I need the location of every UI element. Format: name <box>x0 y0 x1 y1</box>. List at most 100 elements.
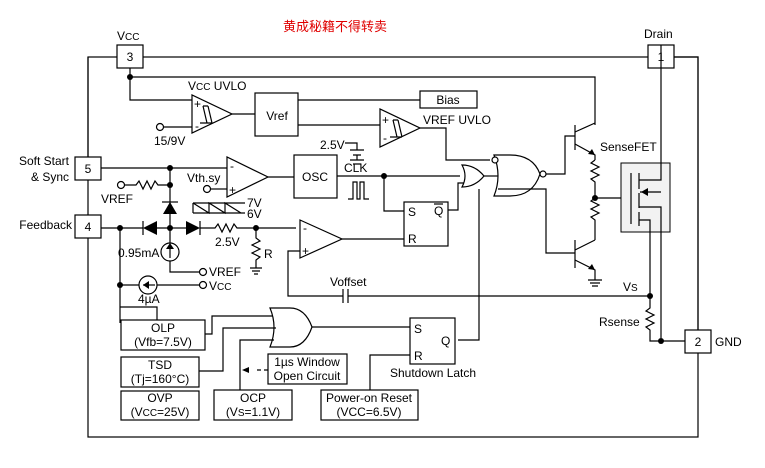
dashed-arrowhead <box>242 367 249 373</box>
resistor-vref <box>125 179 170 191</box>
ff-r: R <box>408 232 417 246</box>
pin-vcc-label: VCC <box>117 29 139 43</box>
pin-vcc-number: 3 <box>127 50 134 64</box>
label-shutdown-latch: Shutdown Latch <box>390 366 476 380</box>
nor-bubble <box>539 170 547 178</box>
tsd-line2: (Tj=160°C) <box>131 372 189 386</box>
sensefet-transistor <box>620 45 671 338</box>
bias-block <box>419 90 478 109</box>
pin-gnd: 2 GND <box>684 329 742 354</box>
bias-label: Bias <box>436 93 459 107</box>
terminal-15-9v <box>155 122 165 132</box>
wire-por-latch <box>369 354 410 390</box>
pin-soft-start-number: 5 <box>85 162 92 176</box>
label-r: R <box>264 247 273 261</box>
pin-gnd-label: GND <box>715 335 742 349</box>
diode-right-icon <box>186 221 200 235</box>
ocp-line1: OCP <box>240 391 266 405</box>
label-15-9v: 15/9V <box>154 134 185 148</box>
sl-r: R <box>414 349 423 363</box>
olp-line1: OLP <box>151 321 175 335</box>
osc-block <box>293 154 338 199</box>
por-line1: Power-on Reset <box>326 391 413 405</box>
pin-soft-start-label2: & Sync <box>31 170 69 184</box>
sl-s: S <box>414 322 422 336</box>
label-095ma: 0.95mA <box>118 246 159 260</box>
pin-feedback-number: 4 <box>85 220 92 234</box>
label-vs: VS <box>623 280 638 294</box>
wire-ocp-or <box>239 339 274 390</box>
terminal-vref-left <box>116 180 126 190</box>
label-7v: 7V <box>247 196 262 210</box>
junction-gnd <box>658 338 664 344</box>
watermark-text: 黄成秘籍不得转卖 <box>283 19 387 35</box>
clock-pulse-icon <box>348 181 369 200</box>
isrc2-arrowhead <box>143 281 149 289</box>
svg-text:-: - <box>303 221 307 235</box>
upper-transistor-icon <box>574 122 596 160</box>
svg-text:-: - <box>230 159 234 173</box>
osc-label: OSC <box>302 170 328 184</box>
ovp-block <box>120 390 200 421</box>
por-line2: (VCC=6.5V) <box>336 405 401 419</box>
ocp-line2: (VS=1.1V) <box>226 405 280 419</box>
tsd-line1: TSD <box>148 358 172 372</box>
tsd-block <box>120 356 200 388</box>
wire-olp-or <box>205 315 273 335</box>
label-voffset: Voffset <box>330 275 367 289</box>
wire-latch-lower <box>498 188 575 254</box>
ocp-block <box>213 389 293 421</box>
pin-vcc: 3 VCC <box>116 29 144 69</box>
ff-s: S <box>408 205 416 219</box>
label-vth-sy: Vth.sy <box>187 171 220 185</box>
protection-or-gate <box>269 307 313 348</box>
vref-block <box>254 92 299 137</box>
sl-q: Q <box>441 334 450 348</box>
wire-vcc-uvlo <box>129 68 192 101</box>
olp-block <box>120 319 206 351</box>
vref-block-label: Vref <box>266 109 288 123</box>
label-rsense: Rsense <box>599 315 640 329</box>
vref-uvlo-label: VREF UVLO <box>423 113 491 127</box>
svg-text:+: + <box>229 183 236 197</box>
pin-soft-start-label1: Soft Start <box>19 154 70 168</box>
ovp-line2: (VCC=25V) <box>131 405 190 419</box>
diode-left-icon <box>143 221 157 235</box>
pin-drain: 1 Drain <box>644 27 675 69</box>
label-4ua: 4µA <box>138 292 160 306</box>
wire-drain-right <box>674 56 699 330</box>
vcc-uvlo-comparator: + - VCC UVLO <box>188 79 246 134</box>
terminal-vcc-src <box>198 280 208 290</box>
vth-sy-comparator: - + <box>226 156 270 198</box>
resistor-rsense <box>644 296 685 342</box>
pin-feedback: 4 Feedback <box>19 214 102 239</box>
label-vcc-src: VCC <box>209 279 231 293</box>
wire-voffset <box>287 250 650 297</box>
capacitor-voffset-icon <box>342 289 349 303</box>
terminal-vref-src <box>198 267 208 277</box>
ramp-waveform-icon <box>192 201 245 215</box>
window-line1: 1µs Window <box>274 355 340 369</box>
svg-text:+: + <box>302 244 309 258</box>
label-2-5v-top: 2.5V <box>320 138 345 152</box>
olp-line2: (Vfb=7.5V) <box>134 335 192 349</box>
wire-clk-ff <box>383 176 404 212</box>
pin-feedback-label: Feedback <box>19 218 73 232</box>
wire-latch-q <box>458 189 480 341</box>
pwm-comparator: - + <box>299 219 344 259</box>
wire-nor-upper <box>546 135 575 175</box>
resistor-r-ground <box>250 228 262 275</box>
label-6v: 6V <box>247 207 262 221</box>
wire-isrc1-vref <box>169 261 199 273</box>
lower-transistor-icon <box>574 239 602 287</box>
or-gate-small <box>460 164 485 188</box>
label-2-5v-fb: 2.5V <box>215 235 240 249</box>
hysteresis-icon <box>200 105 213 124</box>
diode-vertical-icon <box>163 202 177 214</box>
label-clk: CLK <box>344 161 367 175</box>
nor-gate <box>493 154 541 197</box>
por-block <box>320 389 419 421</box>
svg-text:-: - <box>195 119 199 133</box>
shutdown-latch <box>409 317 456 365</box>
ff-qbar: Q <box>434 204 443 218</box>
